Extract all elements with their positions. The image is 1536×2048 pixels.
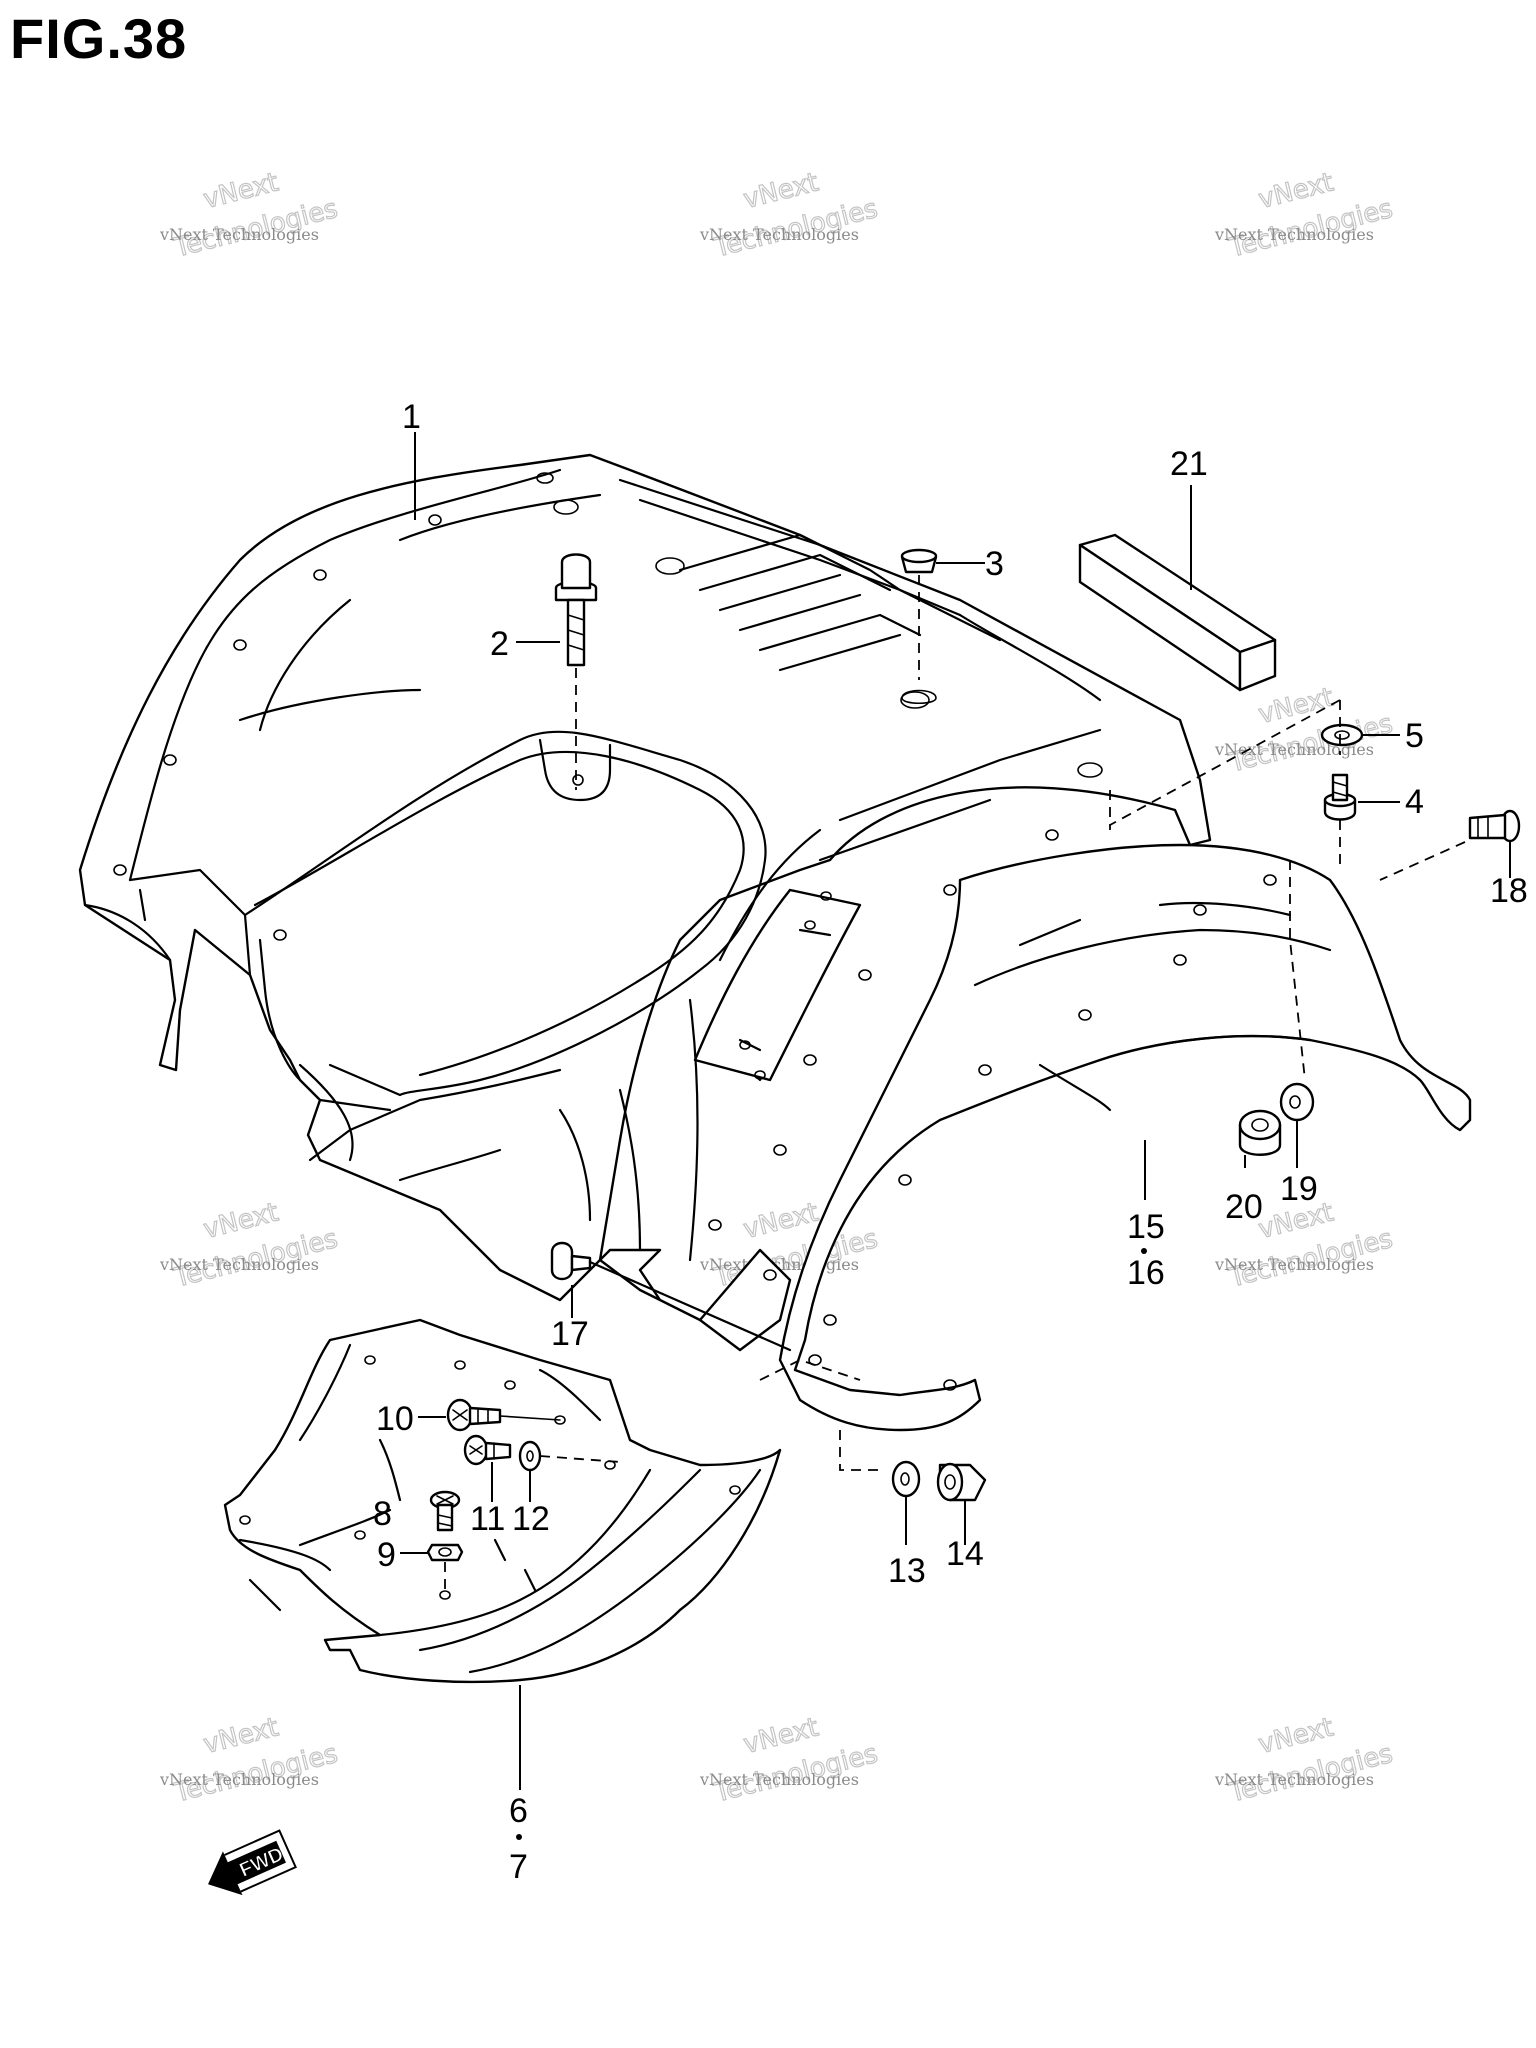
watermark-small: vNext Technologies <box>1214 1770 1374 1789</box>
part-20-nut[interactable] <box>1238 1109 1282 1168</box>
callout-12: 12 <box>512 1500 550 1538</box>
part-5-washer[interactable] <box>1109 699 1400 870</box>
callout-15: 15 <box>1127 1208 1165 1246</box>
callout-18: 18 <box>1490 872 1528 910</box>
watermark-large-top: vNext <box>741 1198 822 1245</box>
watermark-large-top: vNext <box>201 168 282 215</box>
watermark-small: vNext Technologies <box>159 1770 319 1789</box>
part-19-washer[interactable] <box>1279 1082 1315 1168</box>
watermark-small: vNext Technologies <box>1214 1255 1374 1274</box>
callout-3: 3 <box>985 545 1004 583</box>
part-18-bolt[interactable] <box>1379 809 1521 881</box>
part-4-bolt[interactable] <box>1323 773 1400 821</box>
callout-10: 10 <box>376 1400 414 1438</box>
watermark-small: vNext Technologies <box>699 225 859 244</box>
callout-13: 13 <box>888 1552 926 1590</box>
watermark-large-top: vNext <box>741 168 822 215</box>
part-8-screw[interactable] <box>429 1490 461 1532</box>
callout-8: 8 <box>373 1495 392 1533</box>
watermark-large-top: vNext <box>201 1198 282 1245</box>
callout-19: 19 <box>1280 1170 1318 1208</box>
watermark-small: vNext Technologies <box>699 1770 859 1789</box>
watermark-large-top: vNext <box>1256 683 1337 730</box>
watermark-small: vNext Technologies <box>159 1255 319 1274</box>
arrow-shape-icon <box>208 1840 286 1896</box>
callout-20: 20 <box>1225 1188 1263 1226</box>
part-10-screw[interactable] <box>418 1398 561 1432</box>
leader-13-14 <box>839 1430 880 1471</box>
watermark-small: vNext Technologies <box>159 225 319 244</box>
forward-direction-arrow: FWD <box>208 1829 297 1896</box>
callout-labels: 1 2 3 4 5 6 7 8 9 10 11 12 13 14 15 16 1… <box>373 398 1528 1886</box>
leader-dash-b <box>1289 860 1306 1081</box>
part-9-nut[interactable] <box>400 1543 464 1595</box>
callout-17: 17 <box>551 1315 589 1353</box>
watermark-large-top: vNext <box>1256 168 1337 215</box>
callout-15-16-separator <box>1141 1248 1147 1254</box>
callout-9: 9 <box>377 1536 396 1574</box>
watermark-large-top: vNext <box>201 1713 282 1760</box>
callout-11: 11 <box>470 1500 505 1538</box>
leader-dash-a <box>759 1359 861 1381</box>
watermark-large-top: vNext <box>1256 1713 1337 1760</box>
figure-title: FIG.38 <box>10 7 188 70</box>
callout-21: 21 <box>1170 445 1208 483</box>
part-11-screw[interactable] <box>463 1434 512 1502</box>
part-6-7-lower-guard[interactable] <box>223 1318 782 1684</box>
callout-14: 14 <box>946 1535 984 1573</box>
callout-6-7-separator <box>516 1834 522 1840</box>
part-1-rear-fender[interactable] <box>78 453 1212 1352</box>
callout-1: 1 <box>402 398 421 436</box>
callout-6: 6 <box>509 1792 528 1830</box>
part-12-washer[interactable] <box>518 1440 621 1502</box>
part-2-screw[interactable] <box>554 553 598 791</box>
callout-16: 16 <box>1127 1254 1165 1292</box>
callout-2: 2 <box>490 625 509 663</box>
callout-5: 5 <box>1405 717 1424 755</box>
part-15-16-mud-flap[interactable] <box>778 843 1472 1432</box>
watermark-large-top: vNext <box>741 1713 822 1760</box>
part-14-flange-nut[interactable] <box>936 1462 987 1545</box>
part-13-washer[interactable] <box>891 1460 921 1545</box>
part-21-foam-block[interactable] <box>1078 533 1277 692</box>
callout-4: 4 <box>1405 783 1424 821</box>
callout-7: 7 <box>509 1848 528 1886</box>
part-17-clip[interactable] <box>550 1241 792 1352</box>
part-3-grommet[interactable] <box>900 548 985 705</box>
watermark-small: vNext Technologies <box>1214 225 1374 244</box>
